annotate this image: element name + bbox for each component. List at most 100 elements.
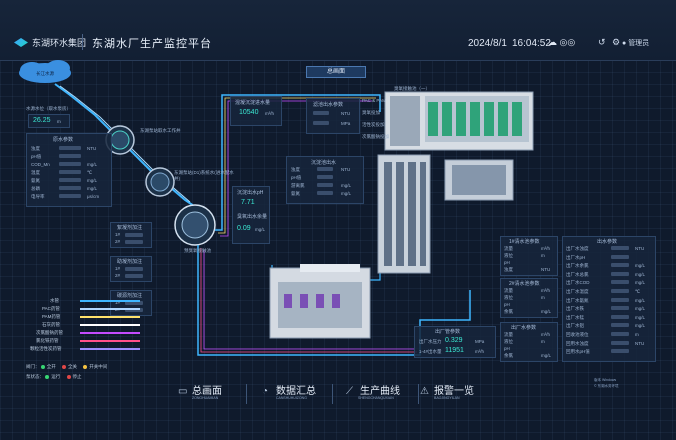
- outlet-unit: MPa: [475, 339, 485, 344]
- nav-production-curve-sub: SHENGCHANQUXIAN: [358, 396, 394, 400]
- param-unit: m: [541, 295, 545, 300]
- outlet-water-panel: 出厂水参数 流量 液位 pH 余氯 m³/h m mg/L: [500, 322, 558, 362]
- param-unit: mg/L: [635, 297, 646, 303]
- legend-line-lime: [80, 324, 140, 326]
- header-time: 16:04:52: [512, 38, 551, 49]
- pam-pipe: [218, 97, 376, 234]
- water-source-label: 长江水源: [36, 71, 54, 76]
- param-unit: NTU: [635, 246, 645, 251]
- logo-text: 东湖环水集团: [32, 38, 87, 48]
- param-unit: mg/L: [341, 191, 352, 196]
- intake-level-title: 水源水位（取水泵房）: [26, 106, 71, 111]
- param-label: 回用水浊度: [566, 340, 589, 346]
- back-icon[interactable]: ↺: [598, 37, 606, 47]
- legend-item: 石灰药管: [42, 322, 60, 327]
- pump-stopped-dot: [66, 374, 71, 379]
- nav-divider: [332, 384, 333, 404]
- nav-overview-sub: ZONGHUAMIAN: [192, 396, 219, 400]
- pump-house-roof: [300, 264, 360, 272]
- masked-value: [59, 194, 81, 198]
- masked-value: [317, 175, 333, 179]
- gauge-icon[interactable]: ◔: [262, 386, 269, 397]
- footer-line-2: © 东湖水务环境: [594, 384, 619, 388]
- param-unit: m³/h: [541, 332, 550, 337]
- panel-title: 出水参数: [597, 239, 618, 245]
- user-menu[interactable]: ● 管理员: [622, 38, 649, 48]
- param-label: pH: [504, 260, 510, 265]
- masked-value: [317, 183, 333, 187]
- param-label: 回收池液位: [566, 332, 589, 337]
- nav-overview[interactable]: 总画面: [192, 386, 222, 397]
- param-label: 出厂水总氯: [566, 271, 589, 277]
- ozone-tank-label: 预臭氧接触池: [184, 248, 211, 253]
- outlet-label: 出厂水压力: [419, 339, 442, 344]
- main-pipe-1: [215, 94, 381, 231]
- intake-level-unit: m: [57, 119, 61, 124]
- param-label: 出厂水氨氮: [566, 297, 589, 303]
- param-label: 出厂水铝: [566, 323, 584, 329]
- param-unit: NTU: [541, 267, 551, 272]
- filter-outlet-panel: 滤池出水参数 NTU MPa: [306, 98, 360, 134]
- ph-panel: 沉淀出水pH 7.71 臭氧出水余量 0.09 mg/L: [232, 186, 270, 244]
- param-unit: mg/L: [635, 271, 646, 277]
- water-source-cloud-part: [20, 62, 44, 78]
- param-label: 液位: [504, 253, 513, 258]
- param-label: 余氯: [504, 309, 513, 314]
- param-label: 出厂水余氯: [566, 263, 589, 269]
- footer-line-1: 版本 Windows: [594, 378, 617, 382]
- nav-data-summary[interactable]: 数据汇总: [276, 386, 316, 397]
- param-unit: mg/L: [87, 162, 98, 167]
- param-label: pH值: [291, 175, 302, 180]
- pac-tank-block: [390, 96, 420, 146]
- outlet-unit: m³/h: [475, 349, 484, 354]
- legend-item: PAM药管: [42, 314, 61, 319]
- masked-value: [611, 297, 629, 302]
- inlet-flow-unit: m³/h: [265, 111, 274, 116]
- panel-title: 2#清水池参数: [509, 281, 540, 287]
- param-label: 出厂水浊度: [566, 246, 589, 251]
- param-unit: NTU: [341, 167, 351, 172]
- nav-alarm-list[interactable]: 报警一览: [434, 386, 474, 397]
- clear-tank-1-panel: 1#清水池参数 流量 液位 pH 浊度 m³/h m NTU: [500, 236, 558, 276]
- legend-line-pam: [80, 316, 140, 318]
- pump-running-dot: [45, 374, 50, 379]
- ozone-tank-inner: [181, 211, 209, 239]
- masked-value: [611, 306, 629, 311]
- ph-value: 7.71: [241, 199, 255, 206]
- nav-alarm-list-sub: BAOJINGYILAN: [434, 396, 460, 400]
- masked-value: [313, 111, 329, 115]
- masked-value: [59, 146, 81, 150]
- settings-icon[interactable]: ⚙: [612, 37, 621, 47]
- masked-value: [125, 274, 143, 278]
- chart-icon[interactable]: ⟋: [346, 386, 353, 397]
- param-label: pH: [504, 302, 510, 307]
- alarm-icon[interactable]: ⚠: [420, 386, 429, 397]
- nav-divider: [418, 384, 419, 404]
- masked-value: [317, 191, 333, 195]
- masked-value: [611, 289, 629, 293]
- residual-unit: mg/L: [255, 227, 266, 232]
- dosing-block-label: PAC & PAM: [362, 98, 386, 103]
- nav-production-curve[interactable]: 生产曲线: [360, 386, 400, 397]
- dosing-row: 2#: [115, 239, 121, 244]
- header-divider: [82, 34, 83, 50]
- param-unit: ℃: [635, 289, 641, 294]
- param-label: pH值: [31, 154, 42, 159]
- param-label: 流量: [504, 332, 513, 337]
- filter-unit: NTU: [341, 111, 351, 116]
- valve-legend-label: 阀门：: [26, 364, 40, 369]
- masked-value: [611, 323, 629, 328]
- masked-value: [611, 263, 629, 268]
- legend-line-pac: [80, 308, 140, 310]
- param-unit: mg/L: [541, 309, 552, 314]
- panel-title: 出厂水参数: [511, 325, 537, 331]
- param-label: 流量: [504, 246, 513, 251]
- dosing-title: 碳源剂加注: [117, 293, 143, 299]
- tab-overview[interactable]: 总画面: [306, 66, 366, 78]
- header-date: 2024/8/1: [468, 38, 507, 49]
- param-label: 出厂水温度: [566, 289, 589, 294]
- monitor-icon[interactable]: ▭: [178, 386, 188, 397]
- weather-icon: ☁ ◎◎: [548, 37, 576, 47]
- raw-water-panel: 原水参数 浊度 pH值 COD_Mn 温度 氨氮 总磷 电导率 NTU mg/L…: [26, 133, 112, 207]
- legend-item: 次氯酸钠药管: [36, 330, 63, 335]
